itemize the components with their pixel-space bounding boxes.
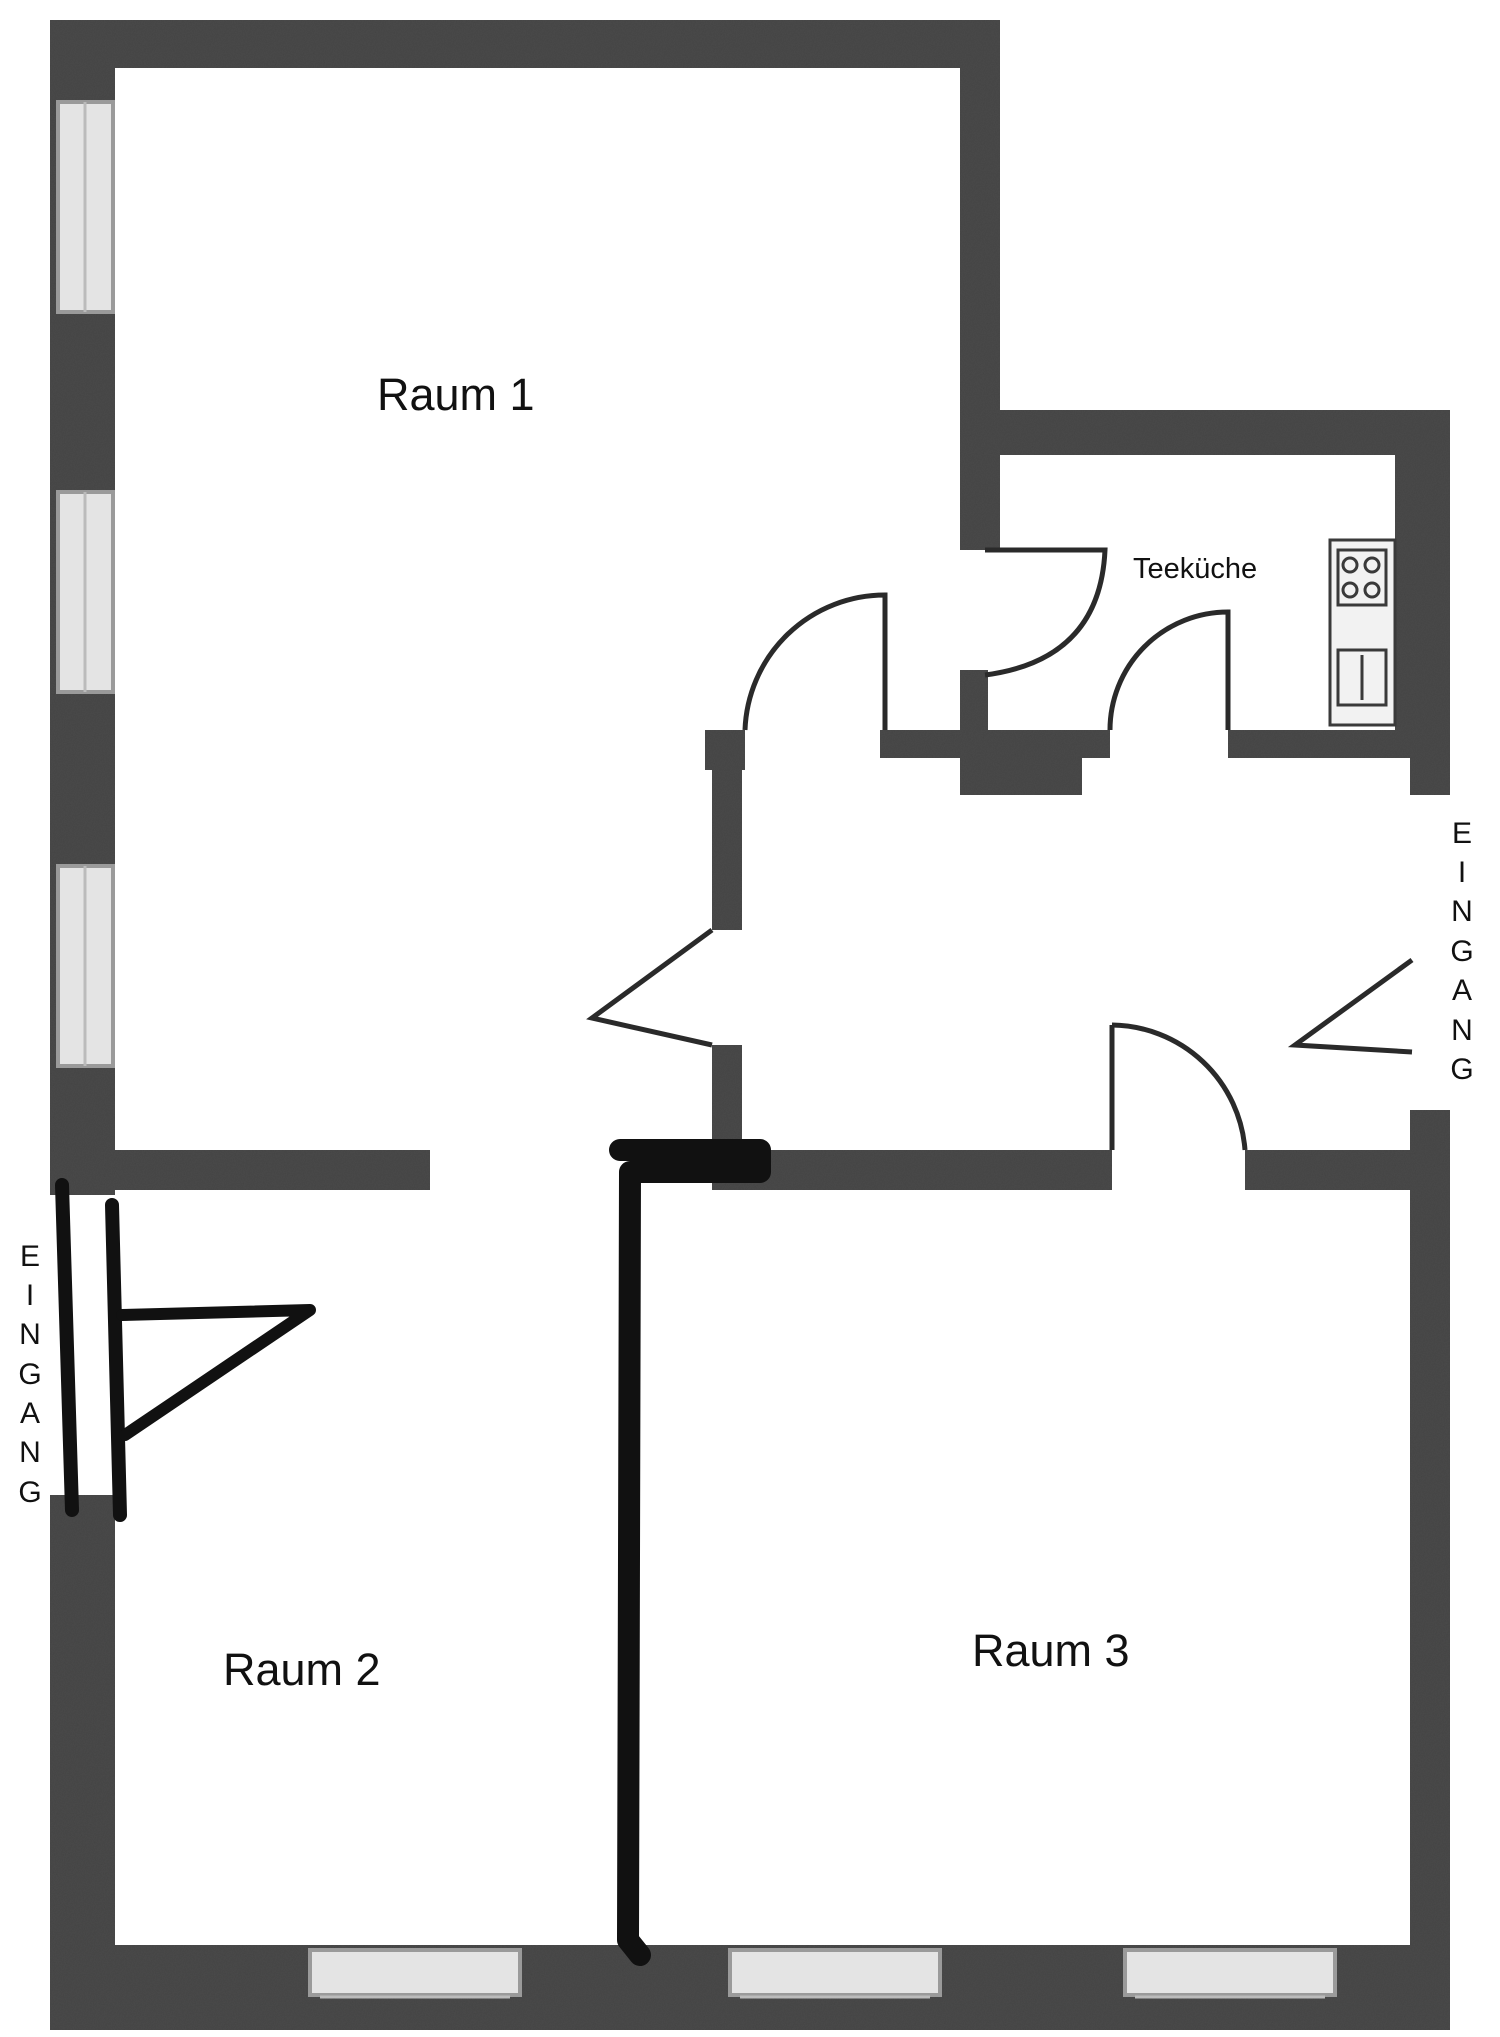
marker-entrance-left-outer xyxy=(55,1178,79,1517)
entrance-right-letter: N xyxy=(1451,1014,1473,1047)
label-entrance-right: E I N G A N G xyxy=(1450,817,1473,1086)
label-raum-2: Raum 2 xyxy=(223,1644,381,1695)
label-entrance-left: E I N G A N G xyxy=(18,1240,41,1509)
entrance-right-letter: N xyxy=(1451,895,1473,928)
entrance-left-letter: I xyxy=(26,1279,34,1312)
wall-kitchen-right xyxy=(1395,455,1415,755)
entrance-left-letter: G xyxy=(18,1476,41,1509)
entrance-left-letter: N xyxy=(19,1436,41,1469)
entrance-right-letter: I xyxy=(1458,856,1466,889)
entrance-left-letter: E xyxy=(20,1240,40,1273)
door-hall-left xyxy=(586,927,714,1048)
label-teekueche: Teeküche xyxy=(1133,553,1257,585)
door-kitchen-left xyxy=(984,547,1108,678)
wall-right-lower xyxy=(1410,1110,1450,2030)
entrance-left-letter: A xyxy=(20,1397,40,1430)
door-kitchen-hall xyxy=(1107,609,1231,731)
marker-entrance-left-door xyxy=(116,1304,316,1441)
wall-hall-left xyxy=(712,760,742,930)
labels: Raum 1 Raum 2 Raum 3 Teeküche xyxy=(223,369,1257,1695)
entrance-right-letter: G xyxy=(1450,935,1473,968)
marker-wall-divider xyxy=(609,1139,771,1966)
wall-left-lower xyxy=(50,1495,115,2030)
entrance-right-letter: A xyxy=(1452,974,1472,1007)
marker-walls xyxy=(55,1139,771,1966)
window-bottom-3 xyxy=(1123,1948,1337,1997)
wall-kitchen-top xyxy=(960,410,1450,455)
wall-raum1-bottom xyxy=(50,1150,430,1190)
wall-raum1-right xyxy=(960,20,1000,550)
wall-hall-bottom-left xyxy=(712,1150,1112,1190)
wall-kitchen-door-jamb xyxy=(960,670,988,760)
kitchen-counter xyxy=(1328,538,1397,727)
wall-top xyxy=(50,20,1000,68)
label-raum-3: Raum 3 xyxy=(972,1625,1130,1676)
window-bottom-2 xyxy=(728,1948,942,1997)
marker-entrance-left-inner xyxy=(105,1198,127,1522)
entrance-right-letter: G xyxy=(1450,1053,1473,1086)
wall-hall-bottom-right xyxy=(1245,1150,1450,1190)
door-raum1-hall xyxy=(742,592,888,731)
walls xyxy=(50,20,1450,2030)
door-raum3 xyxy=(1109,1022,1248,1151)
doors xyxy=(586,547,1414,1151)
entrance-left-letter: G xyxy=(18,1358,41,1391)
wall-hall-left-lower xyxy=(712,1045,742,1155)
entrance-right-letter: E xyxy=(1452,817,1472,850)
window-sills xyxy=(83,102,1325,1999)
entrance-left-letter: N xyxy=(19,1318,41,1351)
door-entrance-right xyxy=(1287,957,1414,1055)
windows xyxy=(56,100,1337,1997)
window-bottom-1 xyxy=(308,1948,522,1997)
label-raum-1: Raum 1 xyxy=(377,369,535,420)
wall-hall-top-right xyxy=(1228,730,1428,758)
